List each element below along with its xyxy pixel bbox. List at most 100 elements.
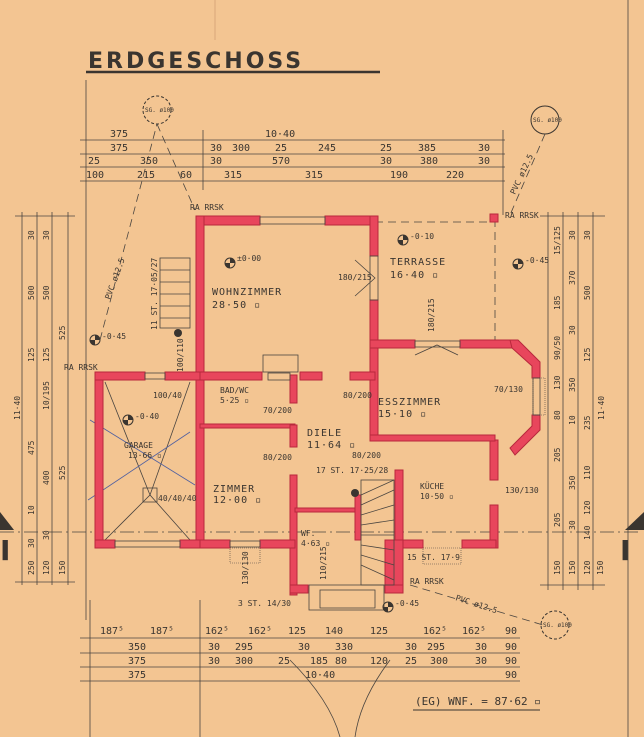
dim-label: 350 — [568, 475, 577, 490]
staircase — [159, 257, 395, 586]
dim-label: 140 — [325, 626, 343, 637]
room-name-bad: BAD/WC — [220, 386, 249, 395]
sg-label: SG. ø100 — [145, 107, 174, 114]
level-label: -0·45 — [525, 256, 549, 265]
dim-label: 30 — [568, 520, 577, 530]
dim-label: 30 — [478, 143, 490, 154]
windows-doors — [114, 216, 546, 611]
dim-label: 330 — [335, 642, 353, 653]
top-dimension-lines — [80, 80, 505, 620]
dim-label: 250 — [27, 560, 36, 575]
dim-label: 385 — [418, 143, 436, 154]
opening-labels: 180/215 180/215 80/200 70/130 70/200 80/… — [153, 273, 539, 585]
dim-label: 150 — [568, 560, 577, 575]
dim-label: 130 — [553, 375, 562, 390]
opening-label: 180/215 — [338, 273, 372, 282]
ra-rrsk-label: RA RRSK — [64, 363, 98, 372]
level-label: -0·45 — [395, 599, 419, 608]
dim-label: 525 — [58, 325, 67, 340]
ra-rrsk-label: RA RRSK — [505, 211, 539, 220]
terrace-outline — [375, 213, 499, 340]
dim-label: 30 — [210, 143, 222, 154]
level-label: -0·40 — [135, 412, 159, 421]
dim-label: 235 — [583, 415, 592, 430]
dim-label: 475 — [27, 440, 36, 455]
dim-label: 30 — [42, 230, 51, 240]
dim-label: 375 — [128, 670, 146, 681]
level-label: ±0·00 — [237, 254, 261, 263]
dim-label: 120 — [583, 500, 592, 515]
section-label: I — [0, 534, 10, 567]
dim-label: 80 — [553, 410, 562, 420]
dim-label: 215 — [137, 170, 155, 181]
dim-label: 525 — [58, 465, 67, 480]
dim-label: 10/195 — [42, 381, 51, 410]
dim-label: 25 — [278, 656, 290, 667]
dim-label: 120 — [42, 560, 51, 575]
dim-label: 125 — [42, 347, 51, 362]
dim-label: 190 — [390, 170, 408, 181]
living-area-summary: (EG) WNF. = 87·62 ▫ — [415, 695, 541, 708]
dim-label: 162⁵ — [423, 626, 447, 637]
stair-labels: 17 ST. 17·25/28 15 ST. 17·9 3 ST. 14/30 … — [150, 258, 460, 608]
dim-label: 11·40 — [597, 396, 606, 420]
dim-label: 30 — [405, 642, 417, 653]
dim-label: 162⁵ — [205, 626, 229, 637]
dim-label: 245 — [318, 143, 336, 154]
opening-label: 80/200 — [352, 451, 381, 460]
dim-label: 120 — [583, 560, 592, 575]
dim-label: 60 — [180, 170, 192, 181]
dim-label: 350 — [568, 377, 577, 392]
room-name-wohnzimmer: WOHNZIMMER — [212, 287, 282, 298]
dim-label: 10 — [568, 415, 577, 425]
sg-label: SG. ø100 — [533, 117, 562, 124]
dim-label: 30 — [298, 642, 310, 653]
left-dimension-lines — [15, 212, 75, 585]
room-area-kueche: 10·50 ▫ — [420, 492, 454, 501]
bottom-dimensions: 187⁵ 187⁵ 162⁵ 162⁵ 125 140 125 162⁵ 162… — [100, 626, 517, 681]
manhole-circle — [540, 610, 570, 640]
room-labels: WOHNZIMMER 28·50 ▫ TERRASSE 16·40 ▫ ESSZ… — [124, 257, 454, 548]
room-area-zimmer: 12·00 ▫ — [213, 495, 262, 506]
dim-label: 25 — [380, 143, 392, 154]
dim-label: 370 — [568, 270, 577, 285]
dim-label: 400 — [42, 470, 51, 485]
dim-label: 25 — [275, 143, 287, 154]
dim-label: 30 — [27, 538, 36, 548]
dim-label: 15/125 — [553, 226, 562, 255]
room-area-bad: 5·25 ▫ — [220, 396, 249, 405]
dim-label: 100 — [86, 170, 104, 181]
sg-label: SG. ø100 — [543, 622, 572, 629]
dim-label: 125 — [27, 347, 36, 362]
section-marker-right: I — [620, 512, 644, 567]
dim-label: 10 — [27, 505, 36, 515]
level-label: -0·45 — [102, 332, 126, 341]
opening-label: 70/200 — [263, 406, 292, 415]
opening-label: 80/200 — [263, 453, 292, 462]
dim-label: 187⁵ — [150, 626, 174, 637]
dim-label: 90 — [505, 626, 517, 637]
dim-label: 30 — [478, 156, 490, 167]
dim-label: 187⁵ — [100, 626, 124, 637]
opening-label: 130/130 — [505, 486, 539, 495]
dim-label: 350 — [140, 156, 158, 167]
dim-label: 120 — [370, 656, 388, 667]
dim-label: 380 — [420, 156, 438, 167]
dim-label: 150 — [553, 560, 562, 575]
stair-label: 11 ST. 17·05/27 — [150, 258, 159, 330]
dim-label: 30 — [475, 656, 487, 667]
opening-label: 70/130 — [494, 385, 523, 394]
dim-label: 500 — [42, 285, 51, 300]
opening-label: 80/200 — [343, 391, 372, 400]
dim-label: 90 — [505, 656, 517, 667]
dim-label: 25 — [88, 156, 100, 167]
stair-label: 17 ST. 17·25/28 — [316, 466, 388, 475]
room-name-zimmer: ZIMMER — [213, 484, 255, 495]
dim-label: 30 — [208, 656, 220, 667]
walls — [94, 215, 541, 596]
dim-label: 185 — [553, 295, 562, 310]
dim-label: 30 — [475, 642, 487, 653]
dim-label: 295 — [235, 642, 253, 653]
dim-label: 162⁵ — [248, 626, 272, 637]
